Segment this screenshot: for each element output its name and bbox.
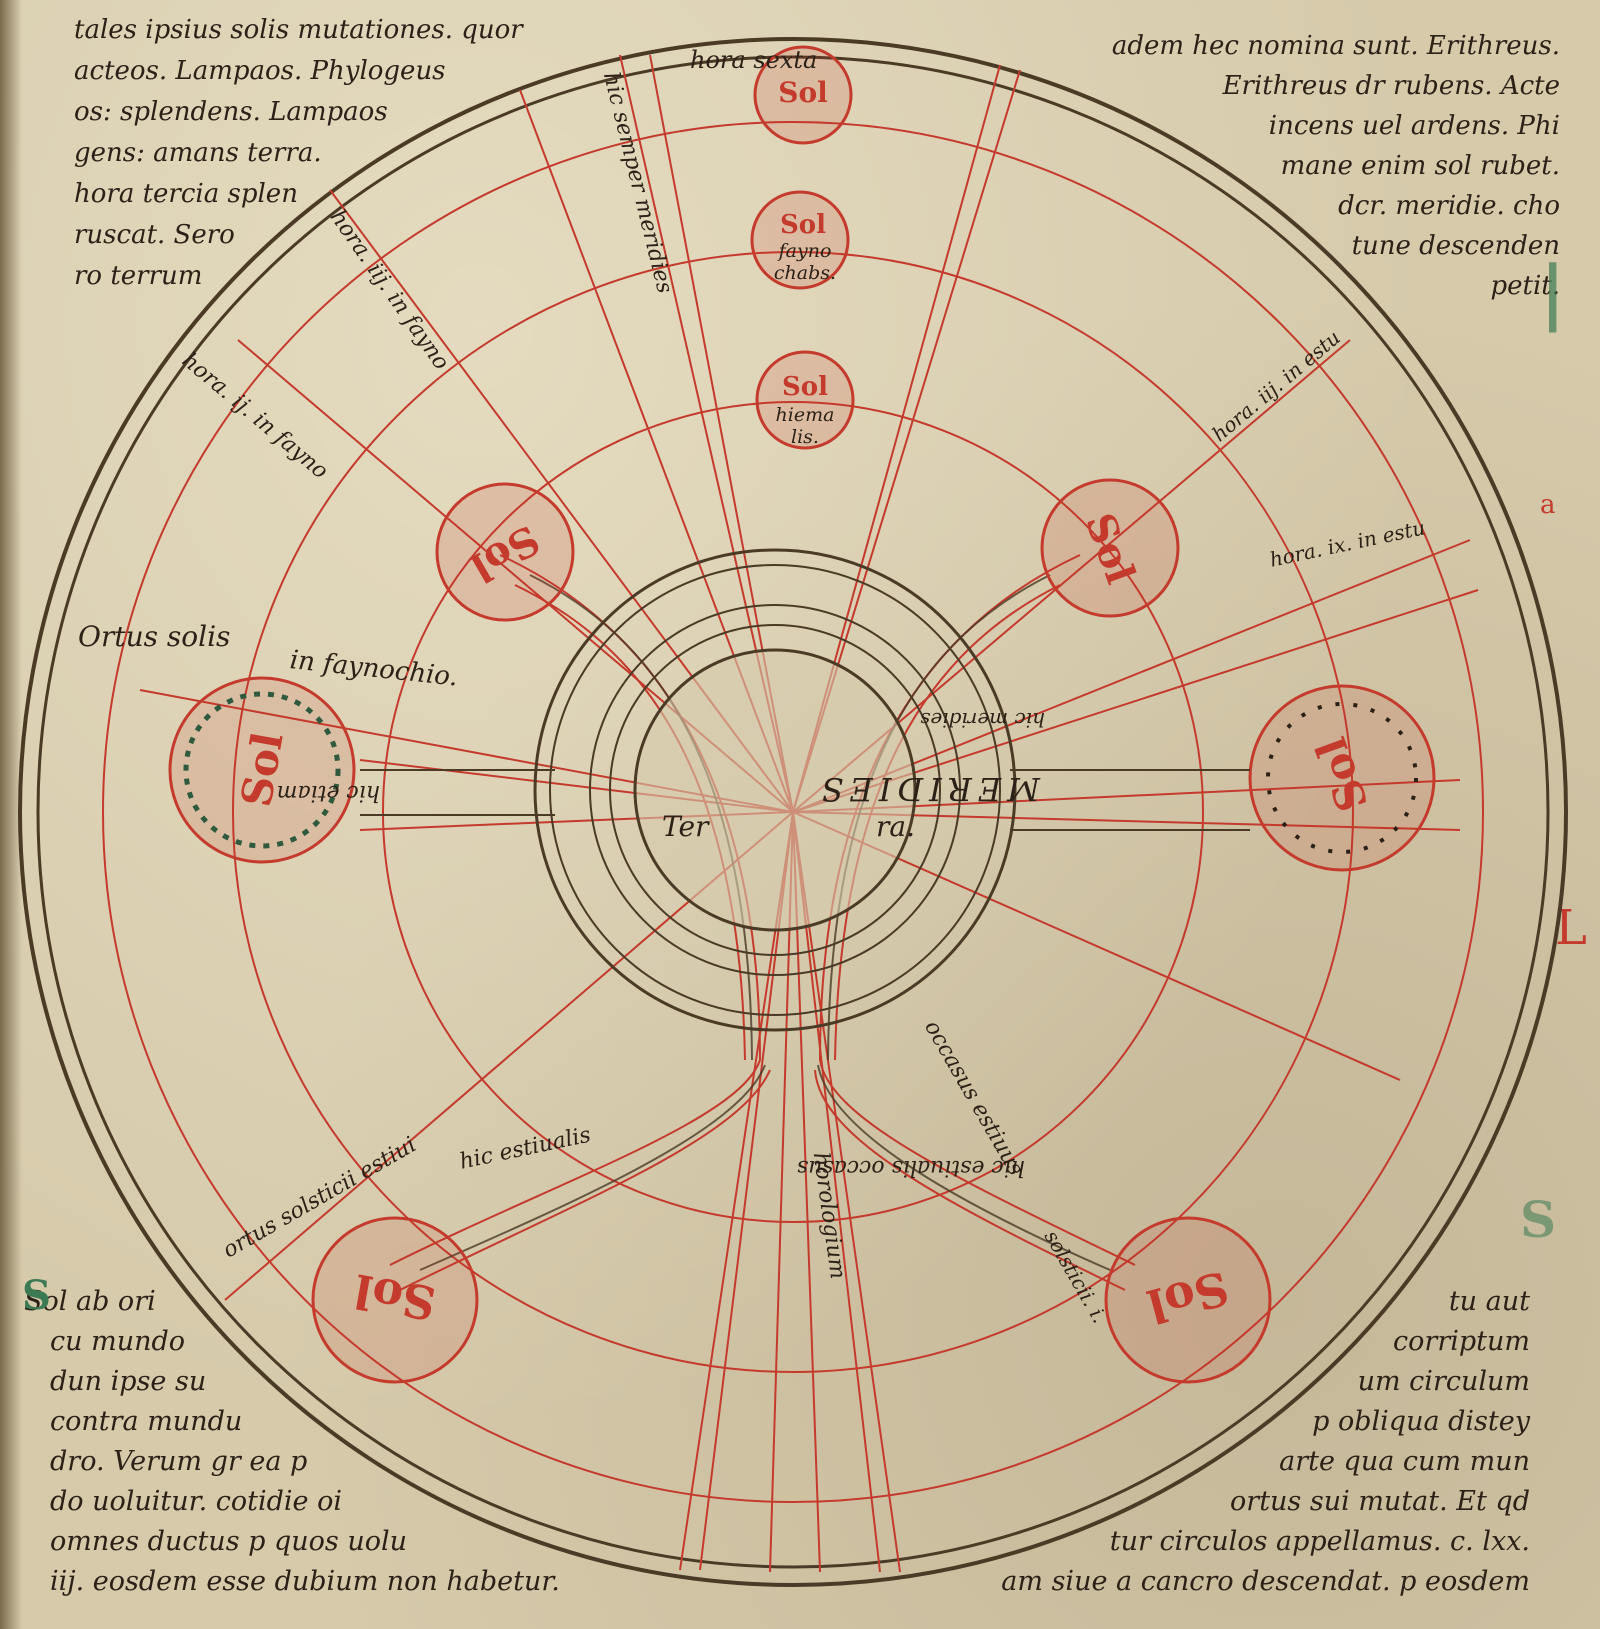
sun-label: Sol bbox=[782, 372, 828, 402]
text-line: ro terrum bbox=[74, 261, 203, 291]
text-bottom-left: Sol ab ori cu mundo dun ipse su contra m… bbox=[24, 1282, 560, 1602]
sun-disc bbox=[1248, 684, 1436, 872]
text-line: um circulum bbox=[1357, 1366, 1530, 1397]
initial-letter-s: S bbox=[22, 1272, 51, 1319]
sun-disc bbox=[755, 350, 855, 450]
text-line: mane enim sol rubet. bbox=[1280, 151, 1560, 181]
sun-label: Sol bbox=[780, 210, 826, 240]
text-line: omnes ductus p quos uolu bbox=[50, 1526, 408, 1557]
center-label-ra: ra. bbox=[876, 810, 915, 843]
text-line: Erithreus dr rubens. Acte bbox=[1222, 71, 1560, 101]
sun-disc bbox=[311, 1216, 479, 1384]
label-meridies: MERIDIES bbox=[815, 770, 1040, 808]
text-bottom-right: tu aut corriptum um circulum p obliqua d… bbox=[900, 1282, 1530, 1602]
text-line: am siue a cancro descendat. p eosdem bbox=[1001, 1566, 1530, 1597]
text-line: petit. bbox=[1490, 271, 1560, 301]
text-line: os: splendens. Lampaos bbox=[74, 97, 388, 127]
sun-disc bbox=[1104, 1216, 1272, 1384]
text-line: incens uel ardens. Phi bbox=[1268, 111, 1560, 141]
center-ring-1 bbox=[533, 548, 1017, 1032]
outer-ring-inner bbox=[36, 55, 1550, 1569]
horizontal-bands bbox=[360, 769, 1250, 831]
sun-sublabel: hiema lis. bbox=[775, 404, 835, 448]
text-line: tales ipsius solis mutationes. quor bbox=[74, 15, 523, 45]
text-line: acteos. Lampaos. Phylogeus bbox=[74, 56, 446, 86]
text-line: dun ipse su bbox=[50, 1366, 207, 1397]
sun-sublabel: fayno chabs. bbox=[773, 240, 837, 284]
text-line: gens: amans terra. bbox=[74, 138, 322, 168]
text-top-right: adem hec nomina sunt. Erithreus. Erithre… bbox=[1000, 26, 1560, 306]
text-line: tune descenden bbox=[1351, 231, 1560, 261]
text-line: ortus sui mutat. Et qd bbox=[1230, 1486, 1530, 1517]
text-line: contra mundu bbox=[50, 1406, 243, 1437]
text-line: Sol ab ori bbox=[24, 1286, 156, 1317]
text-line: ruscat. Sero bbox=[74, 220, 235, 250]
page-edge-shadow bbox=[0, 0, 22, 1629]
center-ring-2 bbox=[549, 564, 1001, 1016]
sun-disc bbox=[168, 676, 356, 864]
text-line: dro. Verum gr ea p bbox=[50, 1446, 308, 1477]
sun-disc bbox=[750, 190, 850, 290]
center-ring-4 bbox=[609, 624, 941, 956]
text-line: iij. eosdem esse dubium non habetur. bbox=[50, 1566, 560, 1597]
label-hic-meridies: hic meridies bbox=[920, 708, 1045, 732]
text-top-left: tales ipsius solis mutationes. quor acte… bbox=[74, 10, 523, 297]
text-line: tur circulos appellamus. c. lxx. bbox=[1109, 1526, 1530, 1557]
sun-disc bbox=[1040, 478, 1180, 618]
sun-discs bbox=[168, 45, 1436, 1384]
text-line: dcr. meridie. cho bbox=[1338, 191, 1560, 221]
earth-circle bbox=[633, 648, 917, 932]
sun-disc-ring bbox=[183, 691, 341, 849]
red-circle-3 bbox=[382, 401, 1204, 1223]
green-marginal-mark: S bbox=[1520, 1190, 1557, 1249]
text-line: do uoluitur. cotidie oi bbox=[50, 1486, 343, 1517]
label-ortus-solis: Ortus solis bbox=[78, 620, 231, 653]
text-line: arte qua cum mun bbox=[1279, 1446, 1530, 1477]
red-marginal-mark: a bbox=[1540, 490, 1556, 520]
green-marginal-mark: | bbox=[1540, 250, 1566, 333]
sun-disc bbox=[753, 45, 853, 145]
center-label-ter: Ter bbox=[662, 810, 709, 843]
sun-label: Sol bbox=[778, 76, 828, 109]
sun-disc-ring bbox=[1266, 702, 1418, 854]
red-circle-1 bbox=[102, 121, 1484, 1503]
text-line: cu mundo bbox=[50, 1326, 186, 1357]
red-circle-2 bbox=[232, 251, 1354, 1373]
text-line: adem hec nomina sunt. Erithreus. bbox=[1111, 31, 1560, 61]
label-hora-sexta: hora sexta bbox=[690, 46, 818, 74]
outer-ring-outer bbox=[18, 37, 1568, 1587]
center-ring-3 bbox=[589, 604, 961, 976]
sun-disc bbox=[435, 482, 575, 622]
text-line: hora tercia splen bbox=[74, 179, 298, 209]
label-hic-etiam: hic etiam bbox=[276, 780, 380, 805]
text-line: p obliqua distey bbox=[1312, 1406, 1530, 1437]
text-line: tu aut bbox=[1448, 1286, 1530, 1317]
text-line: corriptum bbox=[1393, 1326, 1530, 1357]
